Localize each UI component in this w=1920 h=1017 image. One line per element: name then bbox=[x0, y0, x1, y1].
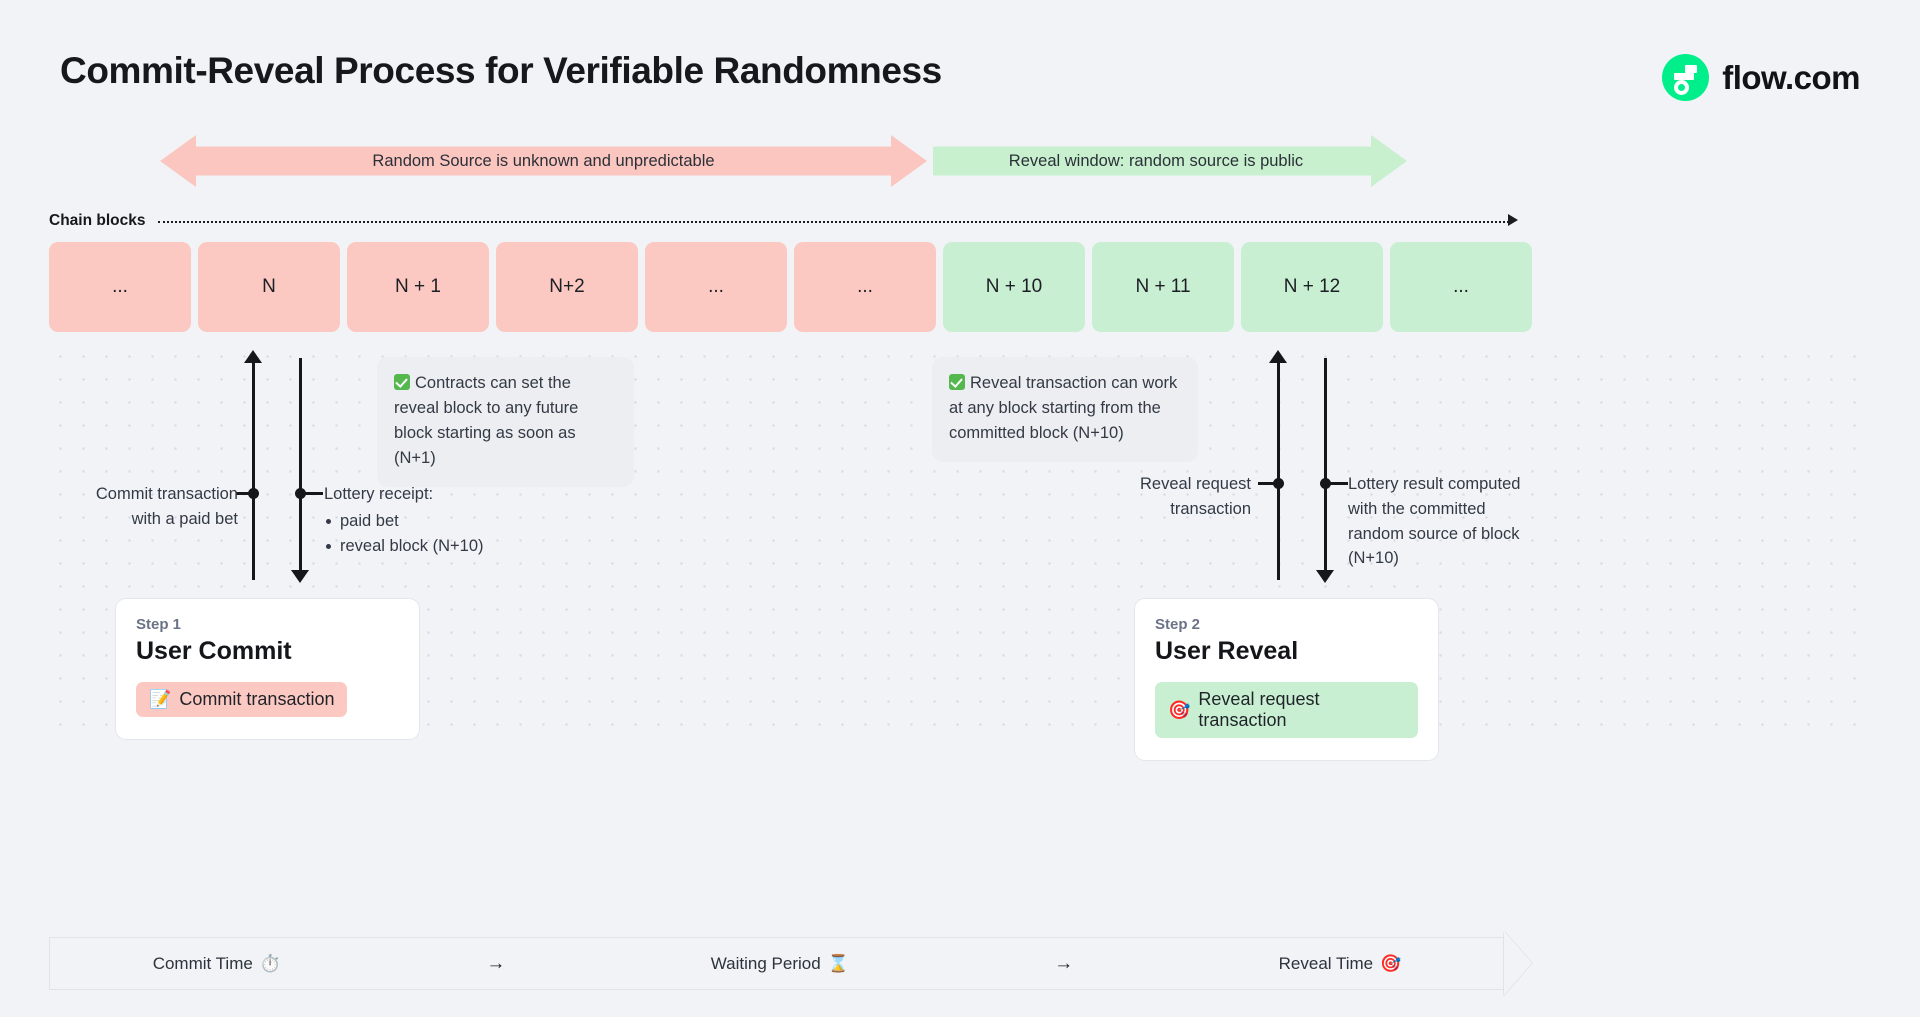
step-card-user-commit[interactable]: Step 1 User Commit 📝 Commit transaction bbox=[115, 598, 420, 740]
timeline-segment-commit-time: Commit Time ⏱️ bbox=[153, 954, 281, 974]
reveal-arrow-line bbox=[1277, 362, 1280, 580]
result-anchor-stub bbox=[1330, 482, 1348, 485]
reveal-request-transaction-pill[interactable]: 🎯 Reveal request transaction bbox=[1155, 682, 1418, 738]
chain-block[interactable]: ... bbox=[645, 242, 787, 332]
hourglass-icon: ⌛ bbox=[827, 953, 849, 974]
timeline-arrow-icon: → bbox=[1054, 952, 1074, 974]
commit-arrow-head-icon bbox=[244, 350, 262, 363]
callout-text: Reveal transaction can work at any block… bbox=[949, 374, 1178, 443]
timeline-label: Reveal Time bbox=[1278, 953, 1374, 973]
result-arrow-line bbox=[1324, 358, 1327, 572]
chain-block[interactable]: N+2 bbox=[496, 242, 638, 332]
list-item: paid bet bbox=[324, 509, 554, 534]
chain-block[interactable]: N + 12 bbox=[1241, 242, 1383, 332]
timeline-arrow-icon: → bbox=[486, 952, 506, 974]
lottery-receipt-title: Lottery receipt: bbox=[324, 485, 434, 503]
chain-block[interactable]: N bbox=[198, 242, 340, 332]
reveal-anchor-stub bbox=[1258, 482, 1278, 485]
timeline-label: Waiting Period bbox=[710, 953, 821, 973]
chain-block[interactable]: ... bbox=[794, 242, 936, 332]
timeline-label: Commit Time bbox=[152, 953, 253, 973]
phase-banner-reveal: Reveal window: random source is public bbox=[933, 135, 1407, 187]
timeline-arrow-tip-icon bbox=[1504, 931, 1532, 995]
annotation-commit-transaction: Commit transaction with a paid bet bbox=[95, 485, 238, 528]
chain-block[interactable]: N + 1 bbox=[347, 242, 489, 332]
annotation-lottery-result: Lottery result computed with the committ… bbox=[1348, 475, 1521, 568]
chain-axis-line bbox=[158, 221, 1513, 223]
chain-block-list: ... N N + 1 N+2 ... ... N + 10 N + 11 N … bbox=[49, 242, 1532, 332]
chain-blocks-label: Chain blocks bbox=[49, 212, 146, 229]
commit-arrow-line bbox=[252, 362, 255, 580]
lottery-receipt-list: paid bet reveal block (N+10) bbox=[324, 509, 554, 559]
callout-text: Contracts can set the reveal block to an… bbox=[394, 374, 579, 468]
receipt-arrow-line bbox=[299, 358, 302, 572]
chain-block[interactable]: ... bbox=[49, 242, 191, 332]
chain-block[interactable]: N + 11 bbox=[1092, 242, 1234, 332]
receipt-arrow-head-icon bbox=[291, 570, 309, 583]
bottom-timeline: Commit Time ⏱️ → Waiting Period ⌛ → Reve… bbox=[49, 937, 1505, 990]
brand-logo: flow.com bbox=[1662, 54, 1860, 101]
pill-label: Reveal request transaction bbox=[1198, 689, 1320, 730]
stopwatch-icon: ⏱️ bbox=[259, 953, 281, 974]
list-item: reveal block (N+10) bbox=[324, 534, 554, 559]
page-title: Commit-Reveal Process for Verifiable Ran… bbox=[60, 50, 942, 91]
callout-reveal-any-block: Reveal transaction can work at any block… bbox=[932, 357, 1198, 463]
pill-label: Commit transaction bbox=[179, 689, 335, 709]
chain-block[interactable]: N + 10 bbox=[943, 242, 1085, 332]
commit-anchor-stub bbox=[236, 492, 254, 495]
target-icon: 🎯 bbox=[1168, 699, 1191, 721]
step-title: User Commit bbox=[136, 637, 292, 665]
phase-banner-reveal-label: Reveal window: random source is public bbox=[1008, 151, 1304, 170]
reveal-arrow-head-icon bbox=[1269, 350, 1287, 363]
step-card-user-reveal[interactable]: Step 2 User Reveal 🎯 Reveal request tran… bbox=[1134, 598, 1439, 761]
target-icon: 🎯 bbox=[1380, 953, 1402, 974]
step-kicker: Step 2 bbox=[1155, 616, 1201, 633]
check-mark-icon bbox=[949, 374, 965, 390]
chain-block[interactable]: ... bbox=[1390, 242, 1532, 332]
timeline-segment-reveal-time: Reveal Time 🎯 bbox=[1279, 954, 1402, 974]
reveal-anchor-dot bbox=[1273, 478, 1284, 489]
check-mark-icon bbox=[394, 374, 410, 390]
timeline-segment-waiting-period: Waiting Period ⌛ bbox=[711, 954, 849, 974]
receipt-anchor-stub bbox=[305, 492, 323, 495]
annotation-reveal-request: Reveal request transaction bbox=[1140, 475, 1251, 518]
phase-banner-unknown: Random Source is unknown and unpredictab… bbox=[160, 135, 927, 187]
commit-transaction-pill[interactable]: 📝 Commit transaction bbox=[136, 682, 348, 717]
result-arrow-head-icon bbox=[1316, 570, 1334, 583]
callout-contracts-reveal-block: Contracts can set the reveal block to an… bbox=[377, 357, 634, 488]
brand-name: flow.com bbox=[1722, 58, 1860, 96]
step-title: User Reveal bbox=[1155, 637, 1299, 665]
memo-icon: 📝 bbox=[149, 689, 172, 710]
flow-logo-icon bbox=[1662, 54, 1710, 101]
annotation-lottery-receipt: Lottery receipt: paid bet reveal block (… bbox=[324, 482, 554, 558]
step-kicker: Step 1 bbox=[136, 616, 182, 633]
result-anchor-dot bbox=[1320, 478, 1331, 489]
chain-axis-arrow-icon bbox=[1508, 214, 1518, 226]
phase-banner-unknown-label: Random Source is unknown and unpredictab… bbox=[372, 151, 715, 170]
receipt-anchor-dot bbox=[295, 488, 306, 499]
